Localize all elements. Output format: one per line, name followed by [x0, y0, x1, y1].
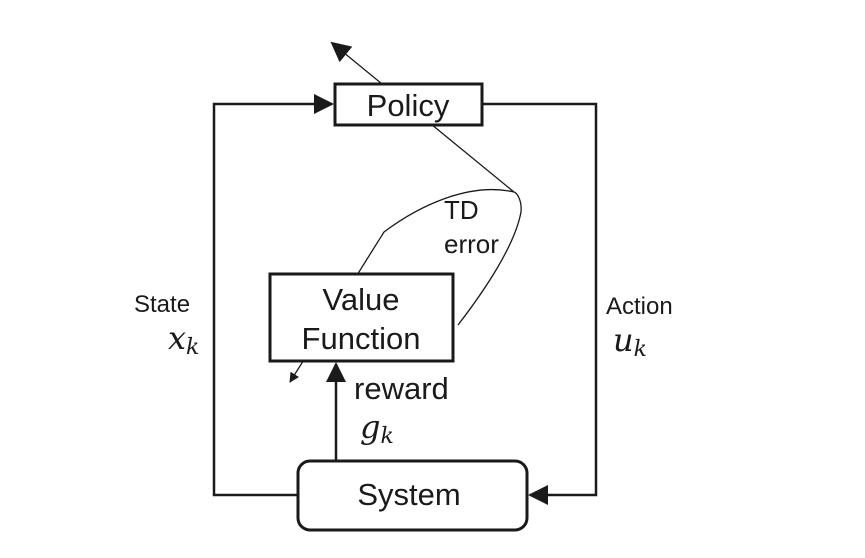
action-variable-subscript: k: [634, 337, 647, 362]
value-function-box: [268, 272, 455, 363]
reward-variable: gk: [360, 408, 394, 449]
state-variable-subscript: k: [186, 335, 199, 360]
state-variable-symbol: x: [168, 319, 186, 357]
reward-variable-subscript: k: [380, 424, 393, 449]
td-error-arrow-to-value: [289, 188, 515, 383]
value-function-label-line1: Value: [323, 282, 400, 317]
action-connector: [482, 102, 598, 505]
state-connector: [212, 94, 334, 497]
reward-label: reward: [354, 371, 449, 406]
state-variable: xk: [168, 319, 199, 360]
action-variable: uk: [613, 321, 647, 362]
system-box: [296, 459, 529, 532]
action-label: Action: [606, 293, 673, 320]
reward-variable-symbol: g: [360, 408, 380, 446]
td-label-line1: TD: [444, 195, 479, 225]
td-label-line2: error: [444, 229, 499, 259]
action-variable-symbol: u: [613, 321, 634, 359]
state-label: State: [134, 291, 190, 318]
system-label: System: [357, 477, 460, 512]
value-function-label-line2: Function: [302, 321, 421, 356]
policy-label: Policy: [367, 88, 450, 123]
policy-box: [333, 82, 484, 127]
td-error-arrow-to-policy: [330, 41, 522, 326]
